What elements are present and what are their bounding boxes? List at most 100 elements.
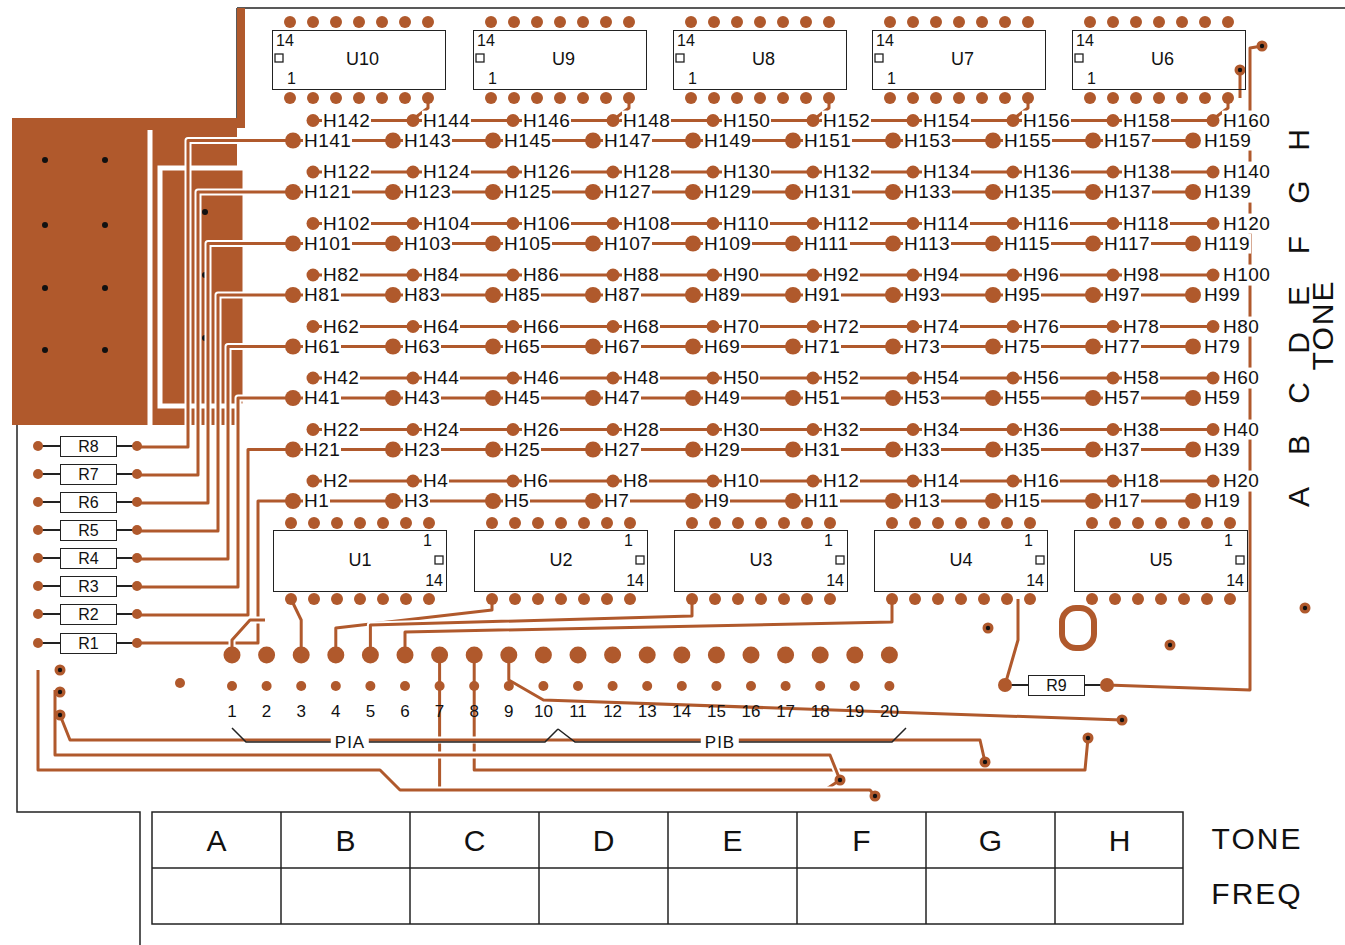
solder-pad [885, 287, 901, 303]
solder-pad [1109, 593, 1121, 605]
solder-pad [707, 269, 720, 282]
solder-pad [870, 791, 881, 802]
table-rule [538, 812, 540, 924]
pin-number: 14 [276, 32, 294, 50]
part-label: U7 [951, 50, 974, 70]
solder-pad [881, 647, 898, 664]
pin-number: 18 [811, 703, 830, 722]
solder-pad [307, 475, 320, 488]
solder-pad [385, 493, 401, 509]
hole-label: H141 [303, 130, 352, 151]
solder-pad [1185, 133, 1201, 149]
solder-pad [423, 517, 435, 529]
solder-pad [1207, 114, 1220, 127]
drill-hole [58, 713, 62, 717]
hole-label: H70 [722, 316, 760, 337]
part-label: R2 [78, 606, 98, 624]
solder-pad [777, 16, 789, 28]
hole-label: H17 [1103, 491, 1141, 512]
drill-hole [983, 760, 987, 764]
solder-pad [985, 236, 1001, 252]
pin1-notch [1075, 54, 1083, 62]
hole-label: H18 [1122, 471, 1160, 492]
hole-label: H92 [822, 265, 860, 286]
solder-pad [999, 92, 1011, 104]
hole-label: H143 [403, 130, 452, 151]
solder-pad [601, 593, 613, 605]
solder-pad [1207, 320, 1220, 333]
part-label: U5 [1149, 551, 1172, 571]
pin-number: 1 [423, 532, 432, 550]
hole-label: H147 [603, 130, 652, 151]
hole-label: H30 [722, 419, 760, 440]
solder-pad [801, 517, 813, 529]
solder-pad [1257, 41, 1268, 52]
drill-hole [58, 690, 62, 694]
resistor-symbol: R1 [60, 633, 117, 654]
resistor-symbol: R2 [60, 604, 117, 625]
pin1-notch [275, 54, 283, 62]
pin-number: 4 [331, 703, 340, 722]
pin-number: 20 [880, 703, 899, 722]
hole-label: H57 [1103, 388, 1141, 409]
solder-pad [377, 593, 389, 605]
hole-label: H76 [1022, 316, 1060, 337]
solder-pad [823, 92, 835, 104]
hole-label: H91 [803, 285, 841, 306]
solder-pad [909, 517, 921, 529]
trace-clearance [291, 599, 301, 655]
solder-pad [1130, 92, 1142, 104]
solder-pad [885, 236, 901, 252]
solder-pad [1222, 16, 1234, 28]
pin-number: 19 [845, 703, 864, 722]
solder-pad [1107, 269, 1120, 282]
hole-label: H33 [903, 439, 941, 460]
solder-pad [980, 757, 991, 768]
solder-pad [983, 623, 994, 634]
resistor-symbol: R8 [60, 436, 117, 457]
hole-label: H3 [403, 491, 430, 512]
solder-pad [907, 114, 920, 127]
solder-pad [331, 593, 343, 605]
hole-label: H124 [422, 162, 471, 183]
hole-label: H72 [822, 316, 860, 337]
table-cell: A [206, 824, 226, 857]
solder-pad [485, 133, 501, 149]
solder-pad [907, 372, 920, 385]
solder-pad [330, 92, 342, 104]
solder-pad [1224, 593, 1236, 605]
solder-pad [466, 647, 483, 664]
hole-label: H158 [1122, 110, 1171, 131]
pin-number: 13 [638, 703, 657, 722]
solder-pad [886, 593, 898, 605]
trace-clearance [137, 244, 293, 504]
hole-label: H6 [522, 471, 549, 492]
solder-pad [707, 166, 720, 179]
solder-pad [639, 647, 656, 664]
hole-label: H36 [1022, 419, 1060, 440]
solder-pad [607, 269, 620, 282]
hole-label: H5 [503, 491, 530, 512]
table-rule [667, 812, 669, 924]
solder-pad [1022, 92, 1034, 104]
solder-pad [608, 681, 618, 691]
trace-clearance [55, 690, 840, 780]
solder-pad [486, 517, 498, 529]
pin-number: 1 [688, 70, 697, 88]
solder-pad [377, 517, 389, 529]
solder-pad [407, 269, 420, 282]
hole-label: H77 [1103, 336, 1141, 357]
solder-pad [781, 681, 791, 691]
solder-pad [685, 236, 701, 252]
solder-pad [1007, 423, 1020, 436]
pin-number: 14 [626, 572, 644, 590]
solder-pad [685, 184, 701, 200]
solder-pad [815, 681, 825, 691]
hole-label: H120 [1222, 213, 1271, 234]
solder-pad [800, 16, 812, 28]
solder-pad [1007, 372, 1020, 385]
solder-pad [285, 442, 301, 458]
hole-label: H59 [1203, 388, 1241, 409]
table-cell: G [979, 824, 1002, 857]
trace-clearance [1005, 599, 1018, 685]
